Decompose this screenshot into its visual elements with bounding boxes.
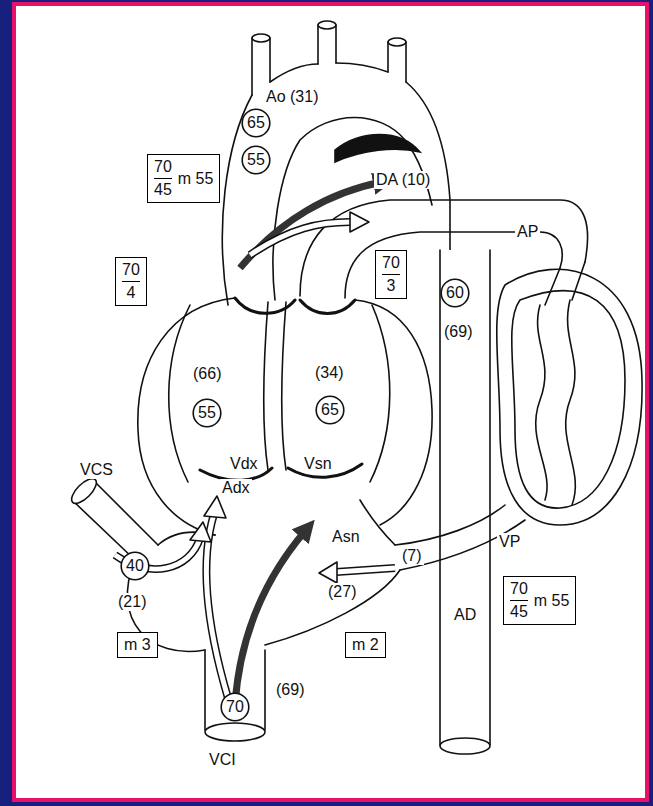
value-text: 40: [126, 557, 144, 575]
fraction-bar: [154, 178, 172, 180]
value-text: 45: [154, 181, 172, 199]
value-text: 70: [382, 254, 400, 272]
value-box: 7045m 55: [147, 154, 220, 203]
value-box: 704: [115, 257, 147, 306]
value-text: m 55: [534, 592, 570, 610]
fraction-bar: [382, 274, 400, 276]
value-circle: 65: [315, 395, 345, 425]
vessel-label: VCI: [207, 751, 238, 769]
value-text: m 2: [352, 636, 379, 654]
value-text: 55: [198, 404, 216, 422]
value-circle: 55: [241, 145, 271, 175]
value-text: 45: [510, 603, 528, 621]
chamber-label: Adx: [220, 479, 252, 497]
chamber-label: Vsn: [302, 455, 334, 473]
value-text: 65: [321, 401, 339, 419]
fraction-bar: [510, 600, 528, 602]
chamber-label: Vdx: [228, 455, 260, 473]
value-text: 70: [226, 698, 244, 716]
value-text: 70: [154, 158, 172, 176]
value-text: 4: [126, 284, 135, 302]
saturation-value: (27): [326, 583, 358, 601]
fraction: 7045: [154, 158, 172, 199]
vessel-label: VCS: [78, 461, 115, 479]
fraction: 704: [122, 261, 140, 302]
value-box: m 2: [345, 632, 386, 658]
value-text: 65: [247, 114, 265, 132]
value-text: 60: [446, 284, 464, 302]
saturation-value: (69): [274, 681, 306, 699]
value-text: 3: [386, 277, 395, 295]
saturation-value: (7): [400, 547, 424, 565]
vessel-label: VP: [497, 533, 522, 551]
fraction: 7045: [510, 580, 528, 621]
value-text: m 55: [178, 170, 214, 188]
value-circle: 40: [120, 551, 150, 581]
value-text: 55: [247, 151, 265, 169]
saturation-value: (34): [313, 364, 345, 382]
value-text: 70: [122, 261, 140, 279]
value-circle: 60: [440, 278, 470, 308]
value-text: 70: [510, 580, 528, 598]
fraction-bar: [122, 281, 140, 283]
fraction: 703: [382, 254, 400, 295]
value-circle: 65: [241, 108, 271, 138]
saturation-value: (69): [442, 323, 474, 341]
value-box: 7045m 55: [503, 576, 576, 625]
saturation-value: (21): [116, 593, 148, 611]
chamber-label: Asn: [330, 528, 362, 546]
value-box: 703: [375, 250, 407, 299]
value-circle: 70: [220, 692, 250, 722]
vessel-label: Ao (31): [264, 88, 320, 106]
value-box: m 3: [117, 632, 158, 658]
saturation-value: (66): [191, 365, 223, 383]
vessel-label: AP: [515, 223, 540, 241]
value-circle: 55: [192, 398, 222, 428]
vessel-label: DA (10): [374, 171, 432, 189]
vessel-label: AD: [452, 606, 478, 624]
value-text: m 3: [124, 636, 151, 654]
